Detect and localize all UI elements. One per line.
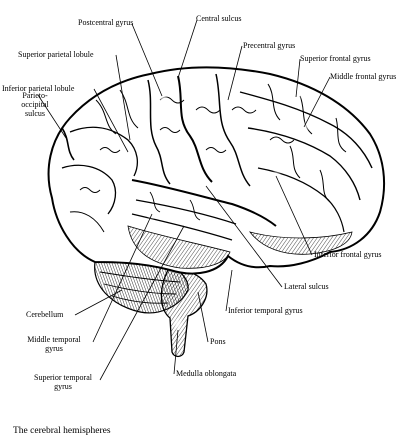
label-superior-temporal-line-2: gyrus <box>54 382 72 391</box>
leader-lines <box>37 19 331 381</box>
leader-superior-frontal <box>295 58 301 98</box>
leader-middle-frontal <box>303 76 331 128</box>
brainstem-shape <box>160 268 208 358</box>
leader-inferior-temporal <box>225 269 233 312</box>
leader-pons <box>197 291 209 343</box>
label-middle-temporal-line-2: gyrus <box>45 344 63 353</box>
leader-central <box>177 19 198 79</box>
label-middle-temporal-line-1: Middle temporal <box>27 335 81 344</box>
label-parieto-occipital-sulcus: Parieto- occipital sulcus <box>14 91 56 118</box>
cerebrum-shape <box>47 66 386 276</box>
label-medulla-oblongata: Medulla oblongata <box>176 369 237 378</box>
label-superior-parietal-lobule: Superior parietal lobule <box>18 50 94 59</box>
label-central-sulcus: Central sulcus <box>196 14 242 23</box>
label-middle-temporal-gyrus: Middle temporal gyrus <box>18 335 90 353</box>
leader-postcentral <box>131 23 163 97</box>
label-parieto-occipital-line-1: Parieto- <box>22 91 48 100</box>
label-superior-temporal-gyrus: Superior temporal gyrus <box>28 373 98 391</box>
leader-superior-parietal <box>115 54 131 141</box>
label-pons: Pons <box>210 337 226 346</box>
label-lateral-sulcus: Lateral sulcus <box>284 282 329 291</box>
label-inferior-temporal-gyrus: Inferior temporal gyrus <box>228 306 303 315</box>
leader-superior-temporal <box>99 225 185 381</box>
leader-inferior-parietal <box>93 88 129 153</box>
leader-medulla <box>173 329 179 375</box>
leader-parieto-occipital <box>37 94 67 139</box>
leader-precentral <box>227 45 243 101</box>
label-superior-frontal-gyrus: Superior frontal gyrus <box>300 54 371 63</box>
leader-lateral-sulcus <box>205 185 283 288</box>
label-parieto-occipital-line-2: occipital <box>21 100 49 109</box>
leader-middle-temporal <box>92 213 153 343</box>
leader-inferior-frontal <box>275 175 313 256</box>
label-cerebellum: Cerebellum <box>26 310 64 319</box>
label-superior-temporal-line-1: Superior temporal <box>34 373 92 382</box>
label-inferior-parietal-lobule: Inferior parietal lobule <box>2 84 75 93</box>
figure-caption: The cerebral hemispheres <box>13 426 111 436</box>
label-middle-frontal-gyrus: Middle frontal gyrus <box>330 72 397 81</box>
label-precentral-gyrus: Precentral gyrus <box>243 41 296 50</box>
label-inferior-frontal-gyrus: Inferior frontal gyrus <box>314 250 382 259</box>
label-parieto-occipital-line-3: sulcus <box>25 109 45 118</box>
label-postcentral-gyrus: Postcentral gyrus <box>78 18 134 27</box>
leader-cerebellum <box>74 289 123 316</box>
